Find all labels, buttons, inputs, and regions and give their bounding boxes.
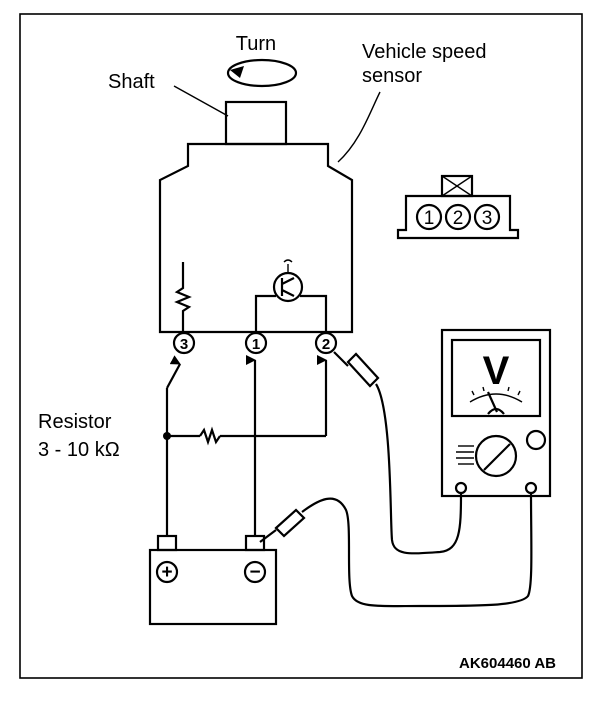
meter-display — [450, 338, 542, 418]
sensor-leader-line — [337, 91, 381, 163]
sensor-terminal-1: 1 — [244, 331, 268, 355]
wiring — [163, 85, 533, 608]
shaft-leader-line — [173, 85, 229, 117]
shaft-label: Shaft — [108, 71, 155, 93]
turn-label: Turn — [236, 33, 276, 55]
figure-code: AK604460 AB — [459, 655, 556, 672]
external-resistor-icon — [199, 426, 221, 446]
voltmeter: V — [440, 328, 552, 498]
meter-scale-icon — [469, 386, 523, 415]
battery-negative-terminal — [244, 534, 266, 552]
resistor-label-line1: Resistor — [38, 411, 112, 433]
probe-positive — [346, 352, 380, 388]
battery-positive-terminal — [156, 534, 178, 552]
meter-jack-right — [524, 481, 538, 495]
sensor-terminal-2: 2 — [314, 331, 338, 355]
meter-unit: V — [483, 349, 510, 393]
turn-arrow-icon — [226, 58, 298, 88]
meter-dial-icon — [456, 429, 547, 478]
battery: + − — [148, 534, 278, 626]
svg-text:1: 1 — [424, 208, 435, 229]
probe-negative — [274, 508, 306, 538]
sensor-label-line1: Vehicle speed — [362, 41, 487, 63]
connector-icon: 1 2 3 — [396, 174, 520, 240]
svg-text:3: 3 — [482, 208, 493, 229]
sensor-shaft — [224, 100, 288, 146]
vehicle-speed-sensor — [158, 100, 354, 334]
diagram-frame — [19, 13, 583, 679]
svg-text:2: 2 — [453, 208, 464, 229]
sensor-terminal-3: 3 — [172, 331, 196, 355]
resistor-label-line2: 3 - 10 kΩ — [38, 439, 120, 461]
internal-resistor-icon — [174, 262, 192, 332]
svg-text:3: 3 — [180, 336, 188, 353]
internal-transistor-icon — [254, 259, 328, 332]
sensor-label-line2: sensor — [362, 65, 422, 87]
meter-jack-left — [454, 481, 468, 495]
battery-minus-sign: − — [249, 562, 260, 583]
svg-text:2: 2 — [322, 336, 330, 353]
svg-text:1: 1 — [252, 336, 260, 353]
battery-plus-sign: + — [161, 562, 172, 583]
